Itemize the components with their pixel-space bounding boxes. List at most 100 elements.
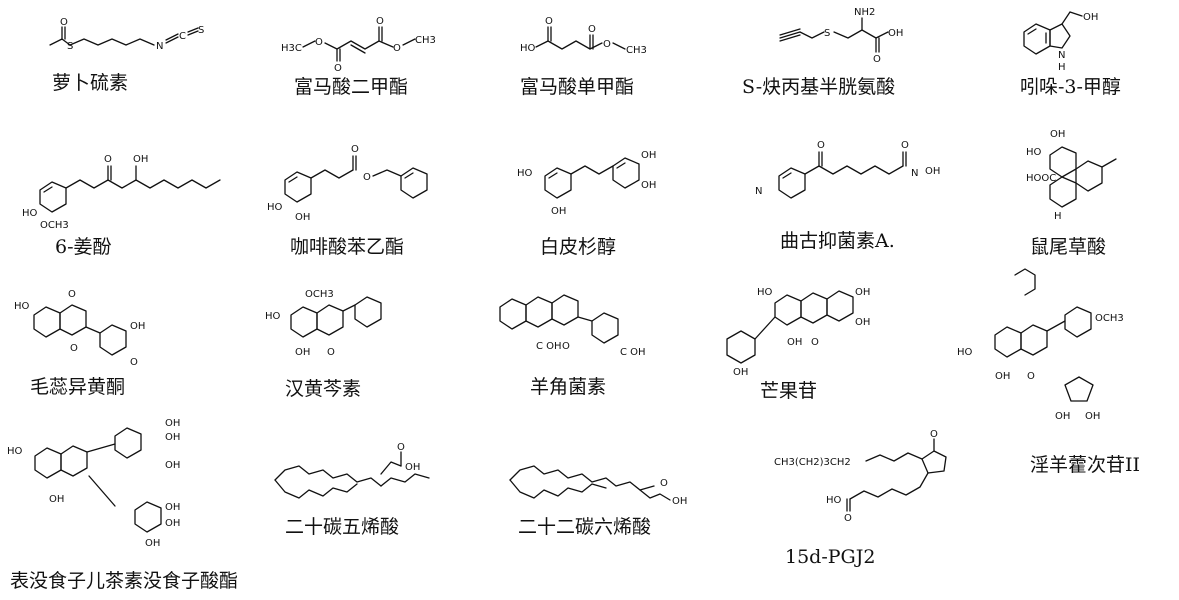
- svg-text:HO: HO: [1026, 147, 1042, 158]
- svg-text:OH: OH: [133, 154, 148, 165]
- compound-label: 羊角菌素: [530, 376, 607, 398]
- svg-text:O: O: [397, 442, 405, 453]
- gingerol-structure: O OH HO OCH3: [22, 154, 221, 231]
- svg-text:OH: OH: [165, 518, 180, 529]
- svg-text:OH: OH: [295, 347, 310, 358]
- svg-text:HO: HO: [517, 168, 533, 179]
- icariside-structure: HO OH O OCH3 OH OH: [957, 268, 1124, 422]
- svg-text:O: O: [315, 37, 323, 48]
- svg-text:O: O: [70, 343, 78, 354]
- svg-text:OH: OH: [551, 206, 566, 217]
- svg-text:OH: OH: [1055, 411, 1070, 422]
- compound-label: 芒果苷: [760, 380, 818, 402]
- svg-text:O: O: [811, 337, 819, 348]
- svg-text:O: O: [873, 54, 881, 65]
- svg-text:O: O: [817, 140, 825, 151]
- svg-text:C OH: C OH: [536, 341, 562, 352]
- svg-text:C OH: C OH: [620, 347, 646, 358]
- mangiferin-structure: HO OH OH OH O OH: [726, 287, 870, 378]
- wogonin-structure: OCH3 HO OH O: [265, 289, 382, 358]
- svg-text:OH: OH: [49, 494, 64, 505]
- svg-text:O: O: [844, 513, 852, 524]
- svg-text:N: N: [911, 168, 918, 179]
- svg-text:CH3(CH2)3CH2: CH3(CH2)3CH2: [774, 457, 851, 468]
- compound-label: 二十碳五烯酸: [285, 516, 400, 538]
- compound-label: 萝卜硫素: [52, 72, 129, 94]
- svg-text:OCH3: OCH3: [1095, 313, 1124, 324]
- svg-text:H3C: H3C: [281, 43, 302, 54]
- svg-text:OH: OH: [165, 418, 180, 429]
- tsa-structure: N O O N OH: [755, 140, 940, 199]
- svg-text:O: O: [130, 357, 138, 368]
- compound-label: S-炔丙基半胱氨酸: [742, 76, 896, 98]
- svg-text:OH: OH: [733, 367, 748, 378]
- compound-label: 毛蕊异黄酮: [30, 376, 126, 398]
- svg-text:S: S: [67, 41, 73, 52]
- svg-text:O: O: [588, 24, 596, 35]
- compound-label: 15d-PGJ2: [785, 546, 876, 568]
- svg-text:HO: HO: [14, 301, 30, 312]
- svg-text:O: O: [376, 16, 384, 27]
- svg-text:O: O: [901, 140, 909, 151]
- svg-text:H: H: [1058, 62, 1066, 73]
- svg-text:O: O: [68, 289, 76, 300]
- compound-label: 富马酸单甲酯: [520, 76, 635, 98]
- svg-text:C: C: [179, 31, 186, 42]
- svg-text:OH: OH: [145, 538, 160, 549]
- svg-text:OH: OH: [295, 212, 310, 223]
- svg-text:CH3: CH3: [626, 45, 647, 56]
- compound-label: 白皮杉醇: [540, 236, 617, 258]
- svg-text:OH: OH: [1083, 12, 1098, 23]
- svg-text:HOOC: HOOC: [1026, 173, 1056, 184]
- svg-text:OH: OH: [641, 180, 656, 191]
- compound-label: 咖啡酸苯乙酯: [290, 236, 405, 258]
- svg-text:NH2: NH2: [854, 7, 875, 18]
- svg-text:O: O: [930, 429, 938, 440]
- svg-text:O: O: [545, 16, 553, 27]
- svg-text:HO: HO: [267, 202, 283, 213]
- svg-text:HO: HO: [826, 495, 842, 506]
- svg-text:OH: OH: [1050, 129, 1065, 140]
- svg-text:O: O: [660, 478, 668, 489]
- svg-text:OCH3: OCH3: [40, 220, 69, 231]
- svg-text:CH3: CH3: [415, 35, 436, 46]
- svg-text:O: O: [363, 172, 371, 183]
- compound-label: 二十二碳六烯酸: [518, 516, 652, 538]
- svg-text:OH: OH: [925, 166, 940, 177]
- dha-structure: OH O: [509, 465, 687, 507]
- svg-text:HO: HO: [22, 208, 38, 219]
- svg-text:OH: OH: [165, 460, 180, 471]
- svg-text:OH: OH: [855, 317, 870, 328]
- compound-label: 鼠尾草酸: [1030, 236, 1107, 258]
- svg-text:N: N: [156, 41, 163, 52]
- dimethyl-fumarate-structure: H3C O O O O CH3: [281, 16, 436, 74]
- svg-text:OH: OH: [641, 150, 656, 161]
- svg-text:HO: HO: [265, 311, 281, 322]
- egcg-structure: HO OH OH OH OH OH OH OH: [7, 418, 180, 549]
- piceatannol-structure: HO OH OH OH: [517, 150, 656, 217]
- svg-text:HO: HO: [7, 446, 23, 457]
- svg-text:S: S: [198, 25, 204, 36]
- compound-label: 汉黄芩素: [285, 378, 362, 400]
- svg-text:OH: OH: [672, 496, 687, 507]
- svg-text:HO: HO: [957, 347, 973, 358]
- svg-text:OH: OH: [1085, 411, 1100, 422]
- svg-text:S: S: [824, 28, 830, 39]
- compound-label: 淫羊藿次苷II: [1030, 454, 1141, 476]
- svg-text:H: H: [1054, 211, 1062, 222]
- svg-text:O: O: [351, 144, 359, 155]
- svg-text:O: O: [60, 17, 68, 28]
- svg-text:O: O: [1027, 371, 1035, 382]
- svg-text:OH: OH: [787, 337, 802, 348]
- calycosin-structure: HO O O OH O: [14, 289, 145, 368]
- svg-text:OH: OH: [888, 28, 903, 39]
- sulforaphane-structure: O S N C S: [49, 17, 204, 52]
- compound-label: 吲哚-3-甲醇: [1020, 76, 1121, 98]
- svg-text:OCH3: OCH3: [305, 289, 334, 300]
- svg-text:OH: OH: [995, 371, 1010, 382]
- carnosic-structure: OH HO HOOC H: [1026, 129, 1117, 222]
- spc-structure: S NH2 O OH: [779, 7, 903, 65]
- svg-text:OH: OH: [165, 502, 180, 513]
- i3c-structure: OH N H: [1023, 11, 1098, 73]
- cape-structure: O O HO OH: [267, 144, 428, 223]
